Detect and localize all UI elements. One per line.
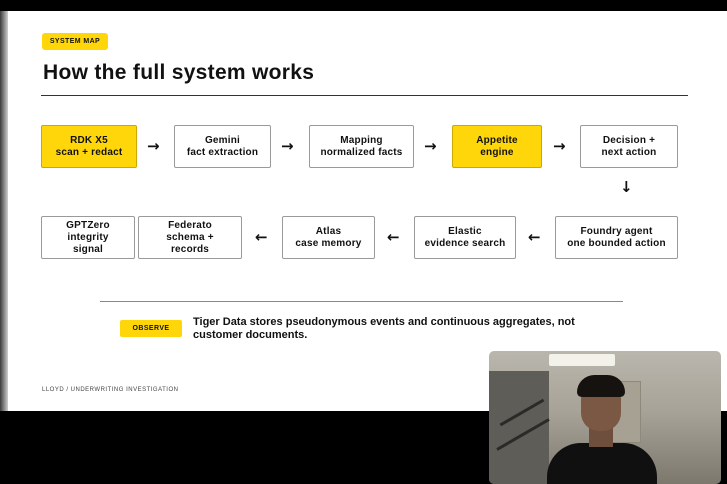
arrow-right-icon: → <box>281 137 294 155</box>
observe-divider <box>100 301 623 302</box>
webcam-video-thumbnail[interactable] <box>489 351 721 484</box>
title-divider <box>41 95 688 96</box>
webcam-ceiling-light <box>549 354 615 366</box>
webcam-person-hair <box>577 375 625 397</box>
presentation-slide: SYSTEM MAP How the full system works RDK… <box>8 11 727 411</box>
webcam-person-body <box>547 443 657 484</box>
slide-left-edge <box>0 11 8 411</box>
node-decision: Decision +next action <box>580 125 678 168</box>
slide-title: How the full system works <box>43 61 315 84</box>
webcam-person-neck <box>589 427 613 447</box>
observe-tag: OBSERVE <box>120 320 182 337</box>
arrow-right-icon: → <box>553 137 566 155</box>
slide-footer: LLOYD / UNDERWRITING INVESTIGATION <box>42 387 179 393</box>
arrow-down-icon: ↓ <box>620 178 633 196</box>
arrow-left-icon: ← <box>528 228 541 246</box>
arrow-right-icon: → <box>424 137 437 155</box>
arrow-left-icon: ← <box>387 228 400 246</box>
webcam-wall <box>489 371 549 484</box>
observe-text: Tiger Data stores pseudonymous events an… <box>193 316 575 341</box>
arrow-right-icon: → <box>147 137 160 155</box>
system-map-tag: SYSTEM MAP <box>42 33 108 50</box>
top-letterbox <box>0 0 727 11</box>
arrow-left-icon: ← <box>255 228 268 246</box>
